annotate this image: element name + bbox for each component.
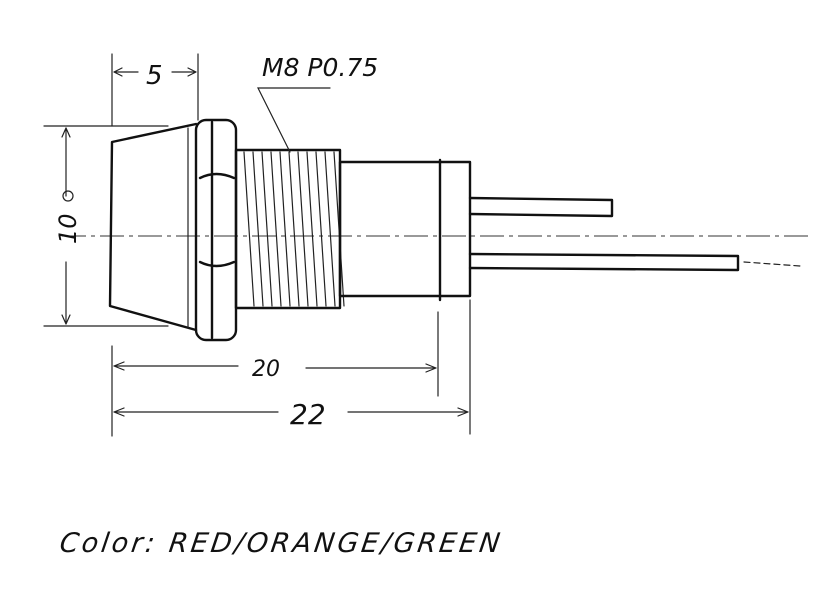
thread-line — [315, 151, 327, 307]
dim-10-arrows — [61, 127, 71, 325]
thread-line — [297, 151, 309, 307]
hex-nut — [194, 118, 238, 342]
thread-spec-label: M8 P0.75 — [262, 53, 378, 82]
thread-hatching — [243, 151, 345, 307]
bezel-cone — [108, 122, 198, 332]
thread-line — [252, 151, 264, 307]
thread-line — [306, 151, 318, 307]
color-options-note: Color: RED/ORANGE/GREEN — [57, 528, 505, 559]
thread-line — [270, 151, 282, 307]
diameter-symbol — [62, 190, 74, 202]
dim-5-label: 5 — [146, 61, 163, 91]
hex-nut-facets — [198, 120, 236, 340]
lead-lower — [468, 252, 740, 272]
thread-line — [243, 151, 255, 307]
dim-22-label: 22 — [290, 398, 326, 431]
dim-20-label: 20 — [252, 357, 280, 382]
thread-leader — [257, 87, 331, 153]
dim-20-arrows — [113, 361, 437, 373]
dim-10-ext-lines — [43, 125, 169, 327]
dim-22-arrows — [113, 407, 469, 417]
lead-lower-end-dash — [743, 261, 801, 267]
rear-body — [338, 160, 472, 298]
thread-line — [288, 151, 300, 307]
dim-5-arrows — [113, 67, 197, 77]
dim-10-label: 10 — [54, 213, 82, 244]
thread-line — [261, 151, 273, 307]
lead-upper — [468, 196, 614, 218]
thread-line — [279, 151, 291, 307]
thread-line — [324, 151, 336, 307]
